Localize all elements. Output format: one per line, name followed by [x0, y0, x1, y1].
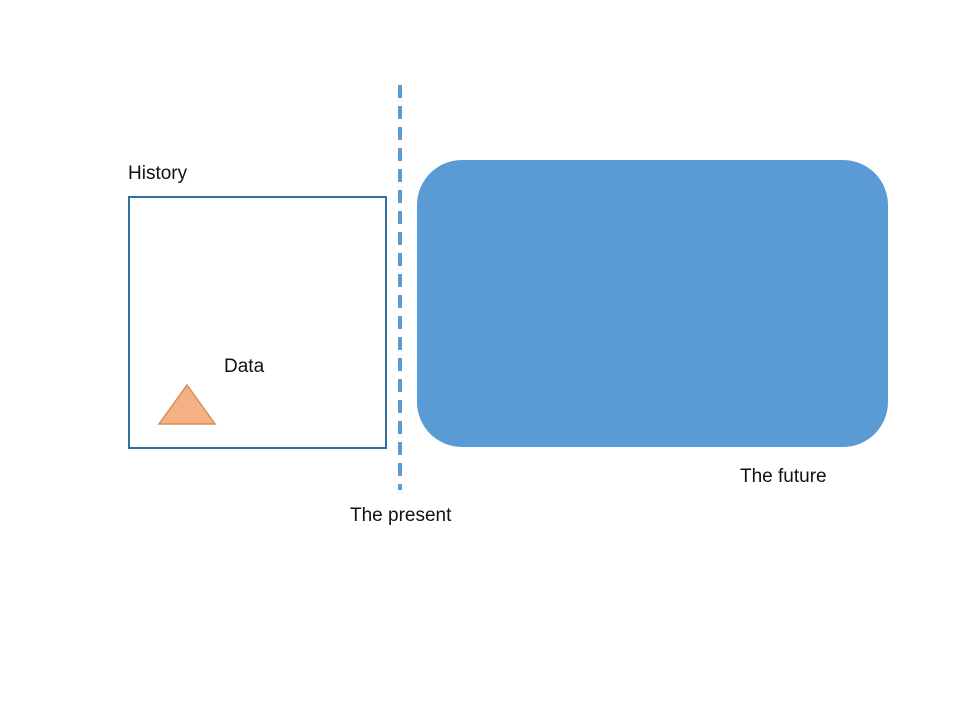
future-label: The future — [740, 466, 827, 487]
data-triangle-icon — [157, 383, 217, 426]
future-box — [417, 160, 888, 447]
data-label: Data — [224, 356, 265, 377]
present-dashed-line — [398, 85, 402, 490]
history-label: History — [128, 163, 188, 184]
present-label: The present — [350, 505, 452, 526]
